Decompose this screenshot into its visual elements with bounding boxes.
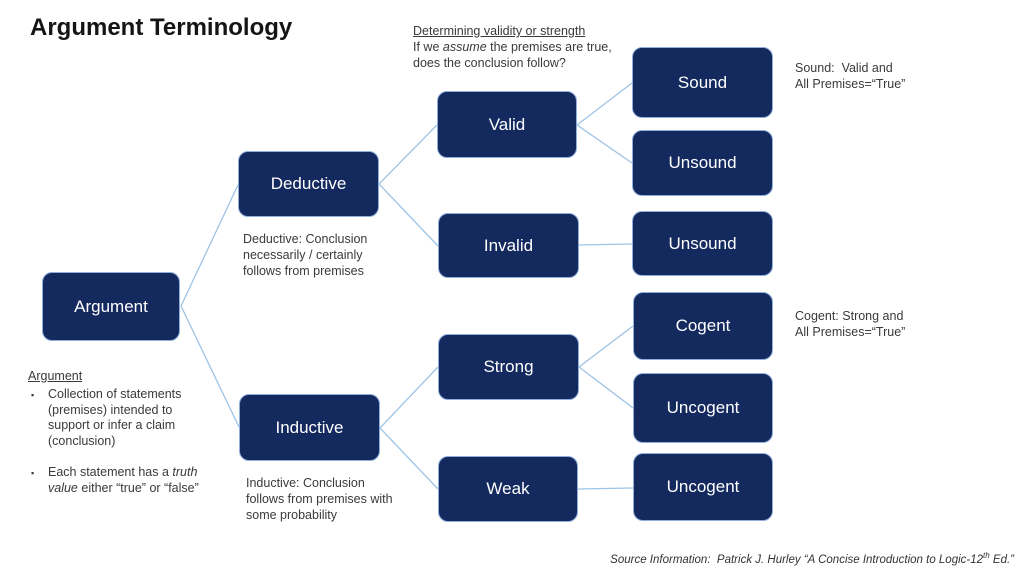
node-argument: Argument <box>42 272 180 341</box>
node-deductive: Deductive <box>238 151 379 217</box>
argument-definition-bullets: ▪ Collection of statements (premises) in… <box>28 387 204 497</box>
node-unsound-valid-label: Unsound <box>668 153 737 172</box>
connector-strong-uncogent <box>578 366 634 409</box>
node-inductive: Inductive <box>239 394 380 461</box>
determining-note-line2: does the conclusion follow? <box>413 55 566 70</box>
connector-argument-deductive <box>180 184 239 307</box>
bullet2-italic: truth value <box>48 464 198 495</box>
cogent-note-line1: Cogent: Strong and <box>795 309 904 323</box>
determining-note: Determining validity or strength If we a… <box>413 24 635 71</box>
source-superscript: th <box>983 551 990 560</box>
connector-inductive-weak <box>379 427 439 490</box>
connector-weak-uncogent <box>577 487 634 490</box>
node-uncogent-strong: Uncogent <box>633 373 773 443</box>
node-uncogent-weak: Uncogent <box>633 453 773 521</box>
connector-strong-cogent <box>578 325 634 368</box>
inductive-note: Inductive: Conclusion follows from premi… <box>246 476 393 522</box>
square-bullet-icon: ▪ <box>31 389 35 400</box>
bullet-item-collection: ▪ Collection of statements (premises) in… <box>28 387 204 450</box>
node-argument-label: Argument <box>74 296 148 316</box>
bullet2-post: either “true” or “false” <box>77 480 199 495</box>
node-strong-label: Strong <box>483 357 534 376</box>
node-invalid: Invalid <box>438 213 579 278</box>
node-sound: Sound <box>632 47 773 118</box>
determining-note-line1: If we assume the premises are true, <box>413 40 612 54</box>
determining-line1-italic: assume <box>442 39 487 54</box>
bullet2-pre: Each statement has a <box>48 464 173 479</box>
node-weak: Weak <box>438 456 578 522</box>
connector-inductive-strong <box>379 366 439 429</box>
source-pre: Source Information: Patrick J. Hurley “A… <box>610 553 984 566</box>
sound-note-line2: All Premises=“True” <box>795 76 906 91</box>
determining-line1-post: the premises are true, <box>486 39 612 54</box>
node-uncogent-weak-label: Uncogent <box>666 477 740 496</box>
node-invalid-label: Invalid <box>483 235 534 255</box>
node-valid: Valid <box>437 91 577 158</box>
square-bullet-icon: ▪ <box>31 467 35 478</box>
connector-argument-inductive <box>180 305 240 428</box>
bullet-item-truth-value-text: Each statement has a truth value either … <box>48 465 204 497</box>
connector-invalid-unsound <box>578 243 633 246</box>
determining-note-heading: Determining validity or strength <box>413 24 586 38</box>
cogent-note: Cogent: Strong and All Premises=“True” <box>795 309 995 341</box>
sound-note-line1: Sound: Valid and <box>795 61 893 75</box>
deductive-note: Deductive: Conclusion necessarily / cert… <box>243 232 368 278</box>
node-unsound-invalid: Unsound <box>632 211 773 276</box>
argument-definition-block: Argument ▪ Collection of statements (pre… <box>28 369 204 496</box>
bullet-gap <box>28 450 204 464</box>
node-deductive-label: Deductive <box>270 174 347 193</box>
node-valid-label: Valid <box>488 114 526 134</box>
bullet-item-truth-value: ▪ Each statement has a truth value eithe… <box>28 465 204 497</box>
node-sound-label: Sound <box>677 72 728 92</box>
source-information: Source Information: Patrick J. Hurley “A… <box>414 551 1014 566</box>
page-title: Argument Terminology <box>30 14 293 41</box>
cogent-note-line2: All Premises=“True” <box>795 324 906 339</box>
node-uncogent-strong-label: Uncogent <box>666 398 740 417</box>
node-inductive-label: Inductive <box>275 417 344 437</box>
argument-definition-heading: Argument <box>28 369 83 383</box>
connector-valid-sound <box>576 82 633 126</box>
connector-deductive-invalid <box>378 183 439 247</box>
node-unsound-valid: Unsound <box>632 130 773 196</box>
node-cogent: Cogent <box>633 292 773 360</box>
connector-valid-unsound <box>576 124 633 164</box>
bullet-item-collection-text: Collection of statements (premises) inte… <box>48 386 182 448</box>
node-weak-label: Weak <box>486 479 530 498</box>
determining-line1-pre: If we <box>413 39 443 54</box>
node-strong: Strong <box>438 334 579 400</box>
sound-note: Sound: Valid and All Premises=“True” <box>795 61 995 93</box>
source-post: Ed.” <box>989 553 1014 566</box>
node-cogent-label: Cogent <box>675 316 731 335</box>
connector-deductive-valid <box>378 124 438 185</box>
node-unsound-invalid-label: Unsound <box>668 233 737 253</box>
